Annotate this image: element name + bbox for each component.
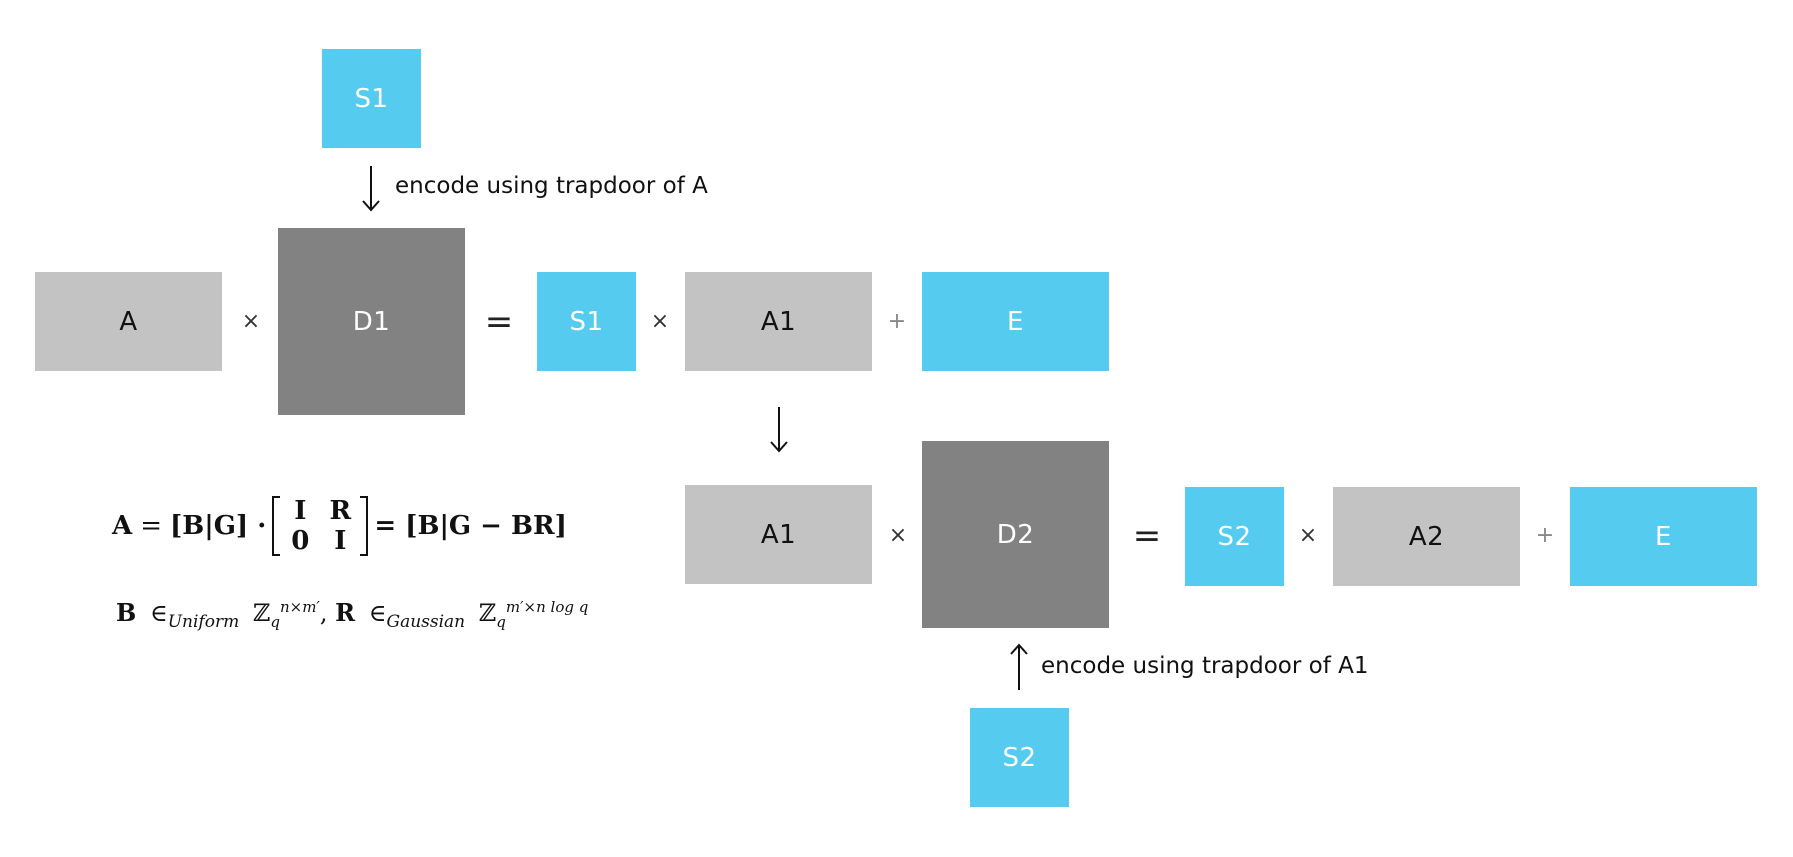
formula-exp: m′×n log q [505, 598, 589, 616]
a1-label: A1 [760, 306, 797, 337]
d1-box: D1 [278, 228, 465, 415]
arrow-down-a1-to-a1 [770, 407, 788, 453]
equals-operator: = [484, 302, 514, 342]
matrix-cell: I [294, 496, 307, 526]
d2-box: D2 [922, 441, 1109, 628]
encode-trapdoor-a-label: encode using trapdoor of A [395, 173, 708, 199]
a-label: A [119, 306, 138, 337]
a2-box: A2 [1333, 487, 1520, 586]
s1-box: S1 [537, 272, 636, 371]
formula-rhs: = [B|G − BR] [374, 511, 567, 541]
plus-operator: + [1535, 523, 1555, 548]
s2-bottom-box: S2 [970, 708, 1069, 807]
d2-label: D2 [996, 519, 1035, 550]
formula-b: B [116, 598, 137, 627]
a1-bottom-label: A1 [760, 519, 797, 550]
formula-z: ℤ [252, 599, 271, 627]
s1-top-box: S1 [322, 49, 421, 148]
formula-a-definition: A = [B|G] · I R 0 I = [B|G − BR] [112, 496, 567, 556]
formula-q: q [270, 612, 280, 631]
d1-label: D1 [352, 306, 391, 337]
a1-box-bottom: A1 [685, 485, 872, 584]
plus-operator: + [887, 309, 907, 334]
a1-box: A1 [685, 272, 872, 371]
formula-r: R [335, 598, 356, 627]
times-operator: × [241, 309, 261, 334]
formula-q: q [496, 612, 506, 631]
s1-top-label: S1 [354, 83, 389, 114]
equals-operator: = [1132, 516, 1162, 556]
arrow-up-s2-to-d2 [1010, 643, 1028, 690]
e-box: E [922, 272, 1109, 371]
matrix-cell: I [334, 526, 347, 556]
times-operator: × [1298, 523, 1318, 548]
e-label: E [1007, 306, 1024, 337]
s2-bottom-label: S2 [1002, 742, 1037, 773]
formula-z: ℤ [478, 599, 497, 627]
formula-gaussian: Gaussian [386, 612, 466, 632]
formula-lhs: A [112, 511, 133, 541]
formula-in: ∈ [149, 599, 168, 627]
matrix-cell: 0 [291, 526, 310, 556]
times-operator: × [888, 523, 908, 548]
formula-exp: n×m′ [279, 598, 320, 616]
formula-distributions: B ∈Uniform ℤqn×m′, R ∈Gaussian ℤqm′×n lo… [116, 598, 588, 632]
matrix-cell: R [329, 496, 352, 526]
times-operator: × [650, 309, 670, 334]
a-box: A [35, 272, 222, 371]
arrow-down-s1-to-d1 [362, 166, 380, 212]
a2-label: A2 [1408, 521, 1445, 552]
formula-in: ∈ [368, 599, 387, 627]
e-box-bottom: E [1570, 487, 1757, 586]
s2-box: S2 [1185, 487, 1284, 586]
s1-label: S1 [569, 306, 604, 337]
e-bottom-label: E [1655, 521, 1672, 552]
encode-trapdoor-a1-label: encode using trapdoor of A1 [1041, 653, 1369, 679]
formula-uniform: Uniform [167, 612, 240, 632]
formula-matrix: I R 0 I [272, 496, 369, 556]
formula-bg: [B|G] · [169, 511, 267, 541]
s2-label: S2 [1217, 521, 1252, 552]
formula-eq: = [140, 511, 162, 541]
formula-comma: , [319, 599, 328, 627]
